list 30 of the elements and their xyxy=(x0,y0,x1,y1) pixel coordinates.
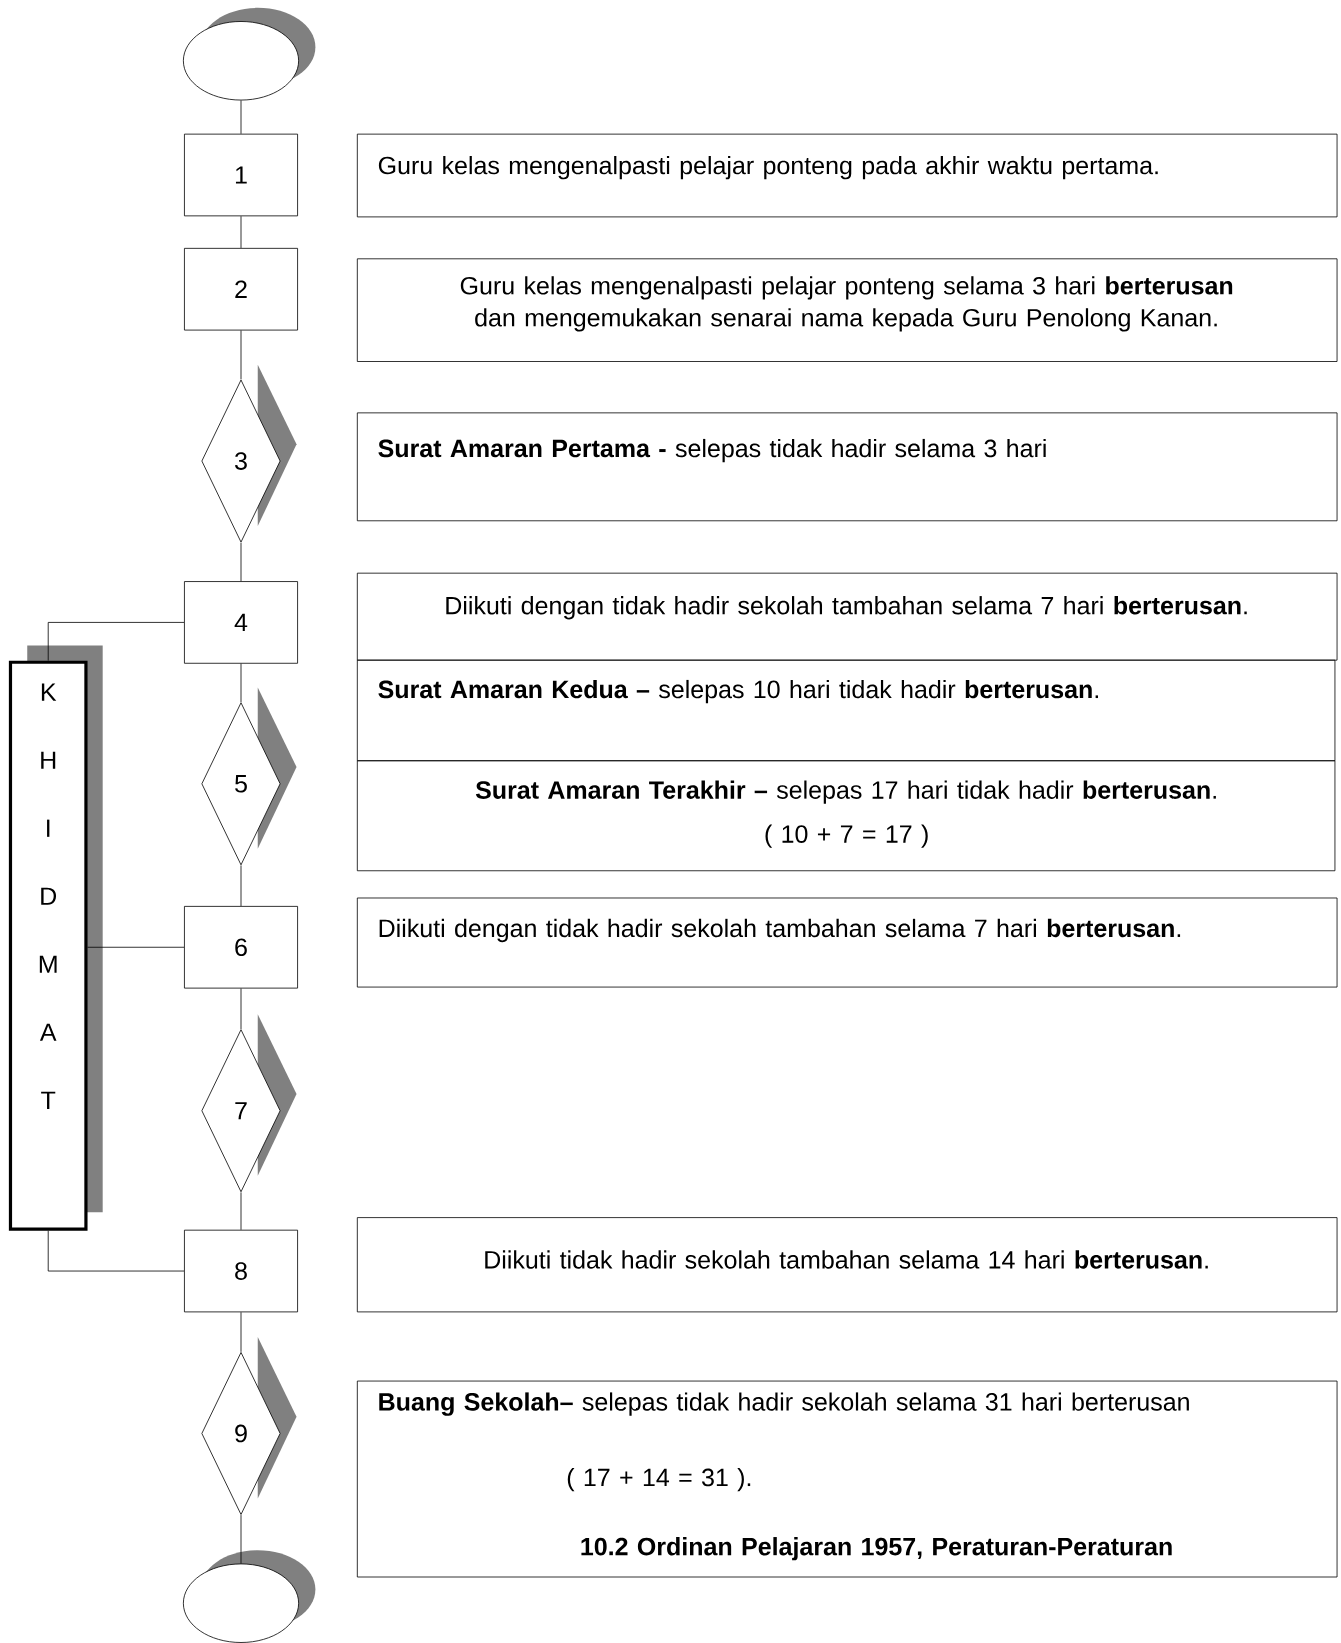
connector-line xyxy=(47,1230,185,1272)
connector-line xyxy=(240,1311,242,1353)
process-box: 4 xyxy=(183,581,298,664)
connector-line xyxy=(240,215,242,249)
connector-line xyxy=(87,946,185,948)
text-box: Surat Amaran Terakhir – selepas 17 hari tidak hadir berterusan. ( 10 + 7 = 17 ) xyxy=(356,760,1336,872)
connector-line xyxy=(47,622,185,662)
connector-line xyxy=(240,1191,242,1231)
text-box: Diikuti tidak hadir sekolah tambahan selama 14 hari berterusan. xyxy=(356,1217,1338,1313)
text-box: Diikuti dengan tidak hadir sekolah tambahan selama 7 hari berterusan. xyxy=(356,572,1338,661)
text-box: Guru kelas mengenalpasti pelajar ponteng pada akhir waktu pertama. xyxy=(356,133,1338,218)
connector-line xyxy=(240,330,242,380)
text-box: Guru kelas mengenalpasti pelajar ponteng selama 3 hari berterusan dan mengemukakan senarai nama kepada Guru Penolong Kanan. xyxy=(356,258,1338,362)
text-box: Buang Sekolah– selepas tidak hadir sekolah selama 31 hari berterusan ( 17 + 14 = 31 ). 10.2 Ordinan Pelajaran 1957, Peraturan-Peraturan xyxy=(356,1380,1338,1578)
terminal-ellipse xyxy=(182,1550,316,1643)
connector-line xyxy=(240,542,242,582)
connector-line xyxy=(240,100,242,135)
vertical-label-box: K H I D M A T xyxy=(8,645,103,1231)
connector-line xyxy=(240,865,242,907)
text-box: Surat Amaran Kedua – selepas 10 hari tidak hadir berterusan. xyxy=(356,659,1336,762)
text-box: Surat Amaran Pertama - selepas tidak hadir selama 3 hari xyxy=(356,412,1338,522)
text-box: Diikuti dengan tidak hadir sekolah tambahan selama 7 hari berterusan. xyxy=(356,897,1338,988)
connector-line xyxy=(240,988,242,1030)
process-box: 6 xyxy=(183,906,298,989)
process-box: 1 xyxy=(183,133,298,217)
process-box: 8 xyxy=(183,1229,298,1313)
connector-line xyxy=(240,663,242,703)
connector-line xyxy=(240,1514,242,1564)
terminal-ellipse xyxy=(182,7,316,101)
process-box: 2 xyxy=(183,247,298,331)
